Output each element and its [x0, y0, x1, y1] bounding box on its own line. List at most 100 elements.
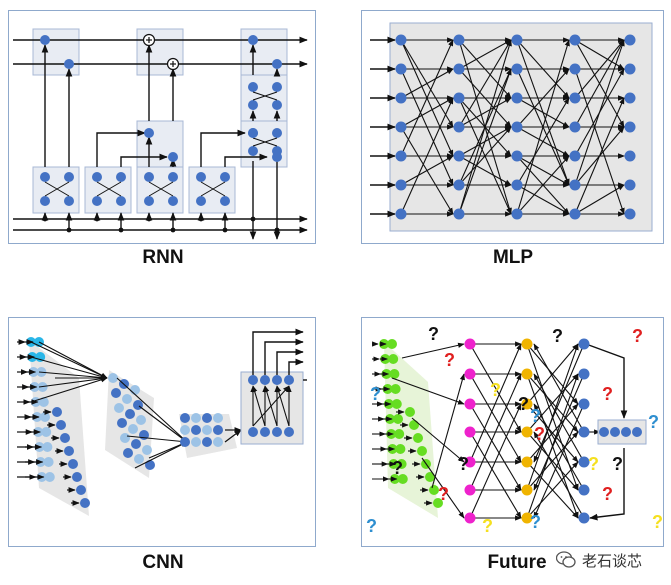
connection-path	[96, 129, 146, 167]
conv-connection	[224, 429, 242, 443]
orange-neuron	[521, 484, 533, 496]
output-arrow	[276, 348, 304, 375]
cross-link	[44, 181, 70, 197]
rnn-panel	[8, 10, 316, 244]
mlp-neuron	[569, 121, 581, 133]
mlp-neuron	[511, 121, 523, 133]
magenta-neuron	[464, 484, 476, 496]
question-mark: ?	[444, 350, 455, 370]
junction-dot	[222, 227, 228, 233]
cross-link	[96, 181, 122, 197]
layer-connection	[516, 155, 570, 215]
input-neuron	[391, 399, 402, 409]
question-mark: ?	[602, 484, 613, 504]
feature-neuron	[191, 425, 201, 435]
watermark: 老石谈芯	[556, 546, 664, 574]
feature-neuron	[130, 385, 140, 395]
question-mark: ?	[648, 412, 659, 432]
mlp-neuron	[453, 121, 465, 133]
gate-neuron	[144, 196, 154, 206]
mlp-neuron	[453, 150, 465, 162]
gate-neuron	[64, 196, 74, 206]
feedback-connection	[533, 403, 585, 519]
future-connection	[469, 431, 522, 519]
state-neuron	[64, 59, 74, 69]
mlp-neuron	[624, 34, 636, 46]
junction-dot	[94, 216, 100, 222]
mlp-neuron	[395, 92, 407, 104]
feature-neuron	[122, 394, 132, 404]
state-neuron	[248, 128, 258, 138]
future-connection	[469, 403, 522, 519]
junction-dot	[146, 216, 152, 222]
input-neuron	[433, 498, 443, 508]
mlp-neuron	[569, 208, 581, 220]
question-mark: ?	[490, 380, 501, 400]
feature-neuron	[125, 409, 135, 419]
gate-box	[32, 28, 80, 76]
layer-connection	[400, 155, 454, 186]
magenta-neuron	[464, 398, 476, 410]
future-connection	[526, 461, 579, 519]
fc-neuron	[260, 427, 270, 437]
question-mark: ?	[518, 394, 529, 414]
mlp-neuron	[395, 179, 407, 191]
layer-connection	[458, 39, 512, 70]
layer-connection	[458, 97, 512, 128]
mlp-neuron	[395, 121, 407, 133]
fc-connection	[252, 385, 290, 427]
input-neuron	[417, 446, 427, 456]
feature-neuron	[120, 433, 130, 443]
cnn-panel	[8, 317, 316, 547]
question-mark: ?	[602, 384, 613, 404]
future-diagram: ?????????????????????	[366, 324, 663, 536]
future-connection	[431, 373, 465, 489]
conv-connection	[134, 441, 188, 469]
mlp-neuron	[624, 208, 636, 220]
rnn-diagram	[13, 28, 308, 240]
input-neuron	[41, 427, 52, 437]
cross-link	[148, 181, 174, 197]
orange-neuron	[521, 512, 533, 524]
cross-link	[200, 181, 226, 197]
output-neuron	[621, 427, 631, 437]
gate-neuron	[64, 172, 74, 182]
mlp-panel	[361, 10, 664, 244]
layer-connection	[458, 39, 512, 215]
input-neuron	[429, 485, 439, 495]
future-connection	[391, 377, 465, 405]
feature-neuron	[142, 445, 152, 455]
future-connection	[401, 342, 465, 359]
wechat-bubble-icon	[556, 551, 576, 568]
mlp-neuron	[395, 34, 407, 46]
gate-neuron	[92, 172, 102, 182]
input-neuron	[389, 369, 400, 379]
input-neuron	[43, 457, 54, 467]
feature-neuron	[123, 448, 133, 458]
gate-neuron	[272, 128, 282, 138]
blue-neuron	[578, 512, 590, 524]
input-neuron	[409, 420, 419, 430]
question-mark: ?	[588, 454, 599, 474]
mlp-neuron	[511, 63, 523, 75]
fc-neuron	[248, 375, 258, 385]
feedback-path	[585, 343, 628, 419]
input-neuron	[425, 472, 435, 482]
mlp-neuron	[453, 179, 465, 191]
feature-neuron	[136, 415, 146, 425]
state-neuron	[168, 152, 178, 162]
orange-neuron	[521, 426, 533, 438]
input-neuron	[35, 352, 46, 362]
gate-box	[240, 28, 288, 76]
conv-connection	[116, 377, 188, 443]
watermark-text: 老石谈芯	[582, 551, 643, 570]
feature-neuron	[145, 460, 155, 470]
magenta-neuron	[464, 512, 476, 524]
cross-link	[252, 137, 278, 147]
magenta-neuron	[464, 338, 476, 350]
layer-connection	[400, 68, 454, 99]
input-neuron	[52, 407, 62, 417]
magenta-neuron	[464, 368, 476, 380]
output-arrow	[252, 328, 304, 375]
future-connection	[526, 343, 579, 405]
